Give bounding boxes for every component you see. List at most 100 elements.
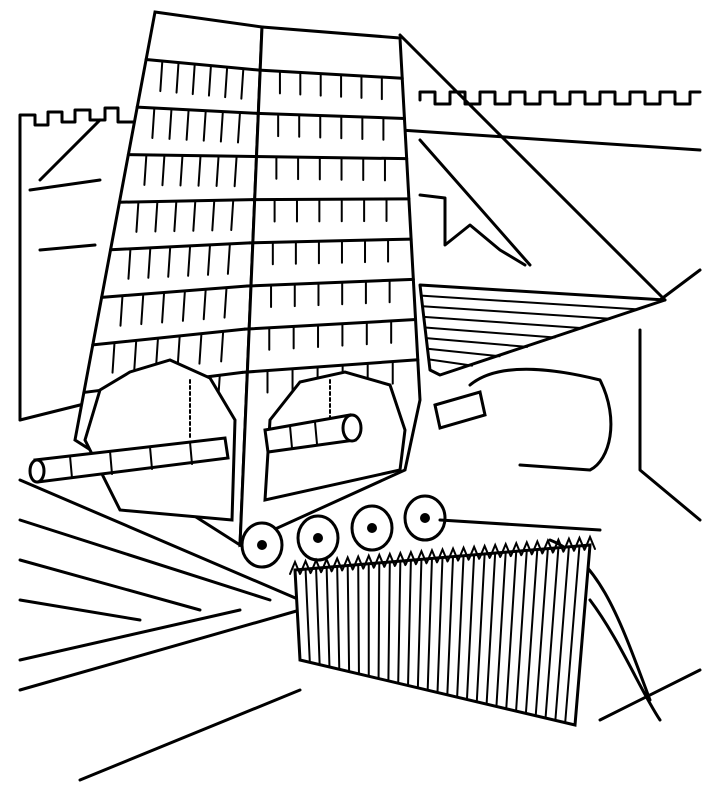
ram-through-wall (433, 367, 613, 472)
fence-stake-tip (310, 557, 323, 574)
fence-stake-tip (404, 549, 417, 566)
tower-slat (211, 199, 216, 232)
fence-stake-tip (383, 551, 396, 567)
tower-slat (230, 199, 235, 232)
ramp-plank (420, 294, 639, 311)
tower-slat (240, 67, 245, 100)
fence-stake-tip (510, 540, 523, 557)
fence-stake (465, 553, 476, 701)
fence-stake-tip (573, 535, 586, 551)
fence-stake-tip (373, 552, 386, 568)
tower-slat (187, 244, 192, 277)
fence-stake-tip (331, 555, 344, 572)
fence-stake-tip (531, 538, 544, 555)
fence-stake (397, 560, 402, 685)
tower-right-band (250, 197, 411, 202)
fence-stake-tip (289, 559, 301, 575)
tower-slat (127, 247, 132, 280)
fence-stake-tip (299, 558, 312, 575)
wall-breach-right (418, 193, 527, 267)
tower-left-band (117, 198, 254, 204)
tower-left-band (91, 327, 247, 347)
tower-right-band (253, 155, 409, 161)
fence-stake (346, 564, 351, 673)
tower-slat (181, 289, 186, 322)
fence-stake (534, 547, 549, 717)
tower-slat (198, 332, 203, 365)
tower-slat (147, 246, 152, 279)
wheel-hub (367, 523, 377, 533)
bridge-rope (398, 33, 667, 302)
fence-stake-tip (394, 550, 407, 567)
tower-slat (207, 243, 211, 276)
tower-slat (223, 286, 228, 319)
tower-slat (202, 288, 207, 321)
ramp-plank (427, 358, 474, 367)
tower-slat (140, 293, 145, 326)
tower-left-band (100, 284, 249, 299)
tower-right-band (248, 237, 413, 245)
fence-stake (475, 552, 486, 703)
fence-stake-tip (562, 536, 575, 552)
tower-slat (191, 63, 196, 96)
fence-stake (524, 548, 539, 715)
fence-stake-tip (478, 543, 491, 559)
tower-left-band (109, 241, 252, 252)
wheel-hub (313, 533, 323, 543)
tower-slat (151, 107, 156, 139)
tower-slat (185, 108, 190, 141)
fence-stake (315, 567, 321, 666)
tower-slat (159, 60, 164, 93)
fence-stake (416, 558, 423, 689)
wall-right-face (638, 268, 702, 522)
tower-opening-left (83, 358, 237, 522)
fence-stake-tip (499, 541, 512, 558)
fence-stake (456, 554, 465, 699)
tower-right-band (243, 318, 418, 331)
ramp-plank (425, 337, 529, 348)
city-wall (18, 90, 702, 522)
tower-left-band (144, 58, 262, 72)
wheel-hub (257, 540, 267, 550)
wall-top-edge (18, 118, 702, 422)
fence-stake-tip (362, 553, 375, 569)
fence-stake (505, 550, 518, 710)
tower-slat (111, 341, 116, 374)
fence-stake (574, 544, 591, 726)
tower-slat (168, 107, 173, 140)
tower-slat (236, 111, 241, 144)
wall-crenellations (18, 90, 702, 132)
tower-slat (179, 154, 184, 187)
tower-slat (220, 330, 225, 363)
fence-stake (436, 556, 444, 694)
tower-slat (154, 200, 159, 233)
tower-right-band (240, 358, 420, 374)
fence-stake-tip (447, 546, 460, 562)
tower-slat (176, 334, 181, 367)
fence-stake (304, 568, 311, 664)
fence-stake (544, 546, 560, 720)
tower-left-band (126, 153, 257, 158)
wheel-hub (420, 513, 430, 523)
tower-right-band (245, 277, 415, 288)
tower-wheels (240, 494, 447, 569)
fence-stake-tip (425, 547, 438, 564)
fence-stake (357, 563, 360, 675)
fence-stake (407, 559, 412, 687)
siege-tower (73, 10, 422, 548)
fence-stake (446, 555, 455, 696)
fence-stake-tip (584, 534, 596, 550)
ramp-plank (421, 305, 611, 320)
tower-slat (175, 61, 180, 94)
ramp-plank (424, 326, 556, 339)
ramp-plank (426, 347, 501, 358)
fence-stake (564, 544, 581, 724)
tower-slat (167, 245, 172, 278)
battering-ram-right (263, 413, 363, 454)
fence-stake-tip (468, 544, 481, 560)
fence-stake (325, 566, 331, 668)
fence-stake (294, 569, 301, 661)
fence-stake (515, 549, 528, 713)
fence-stake-tip (320, 556, 333, 573)
